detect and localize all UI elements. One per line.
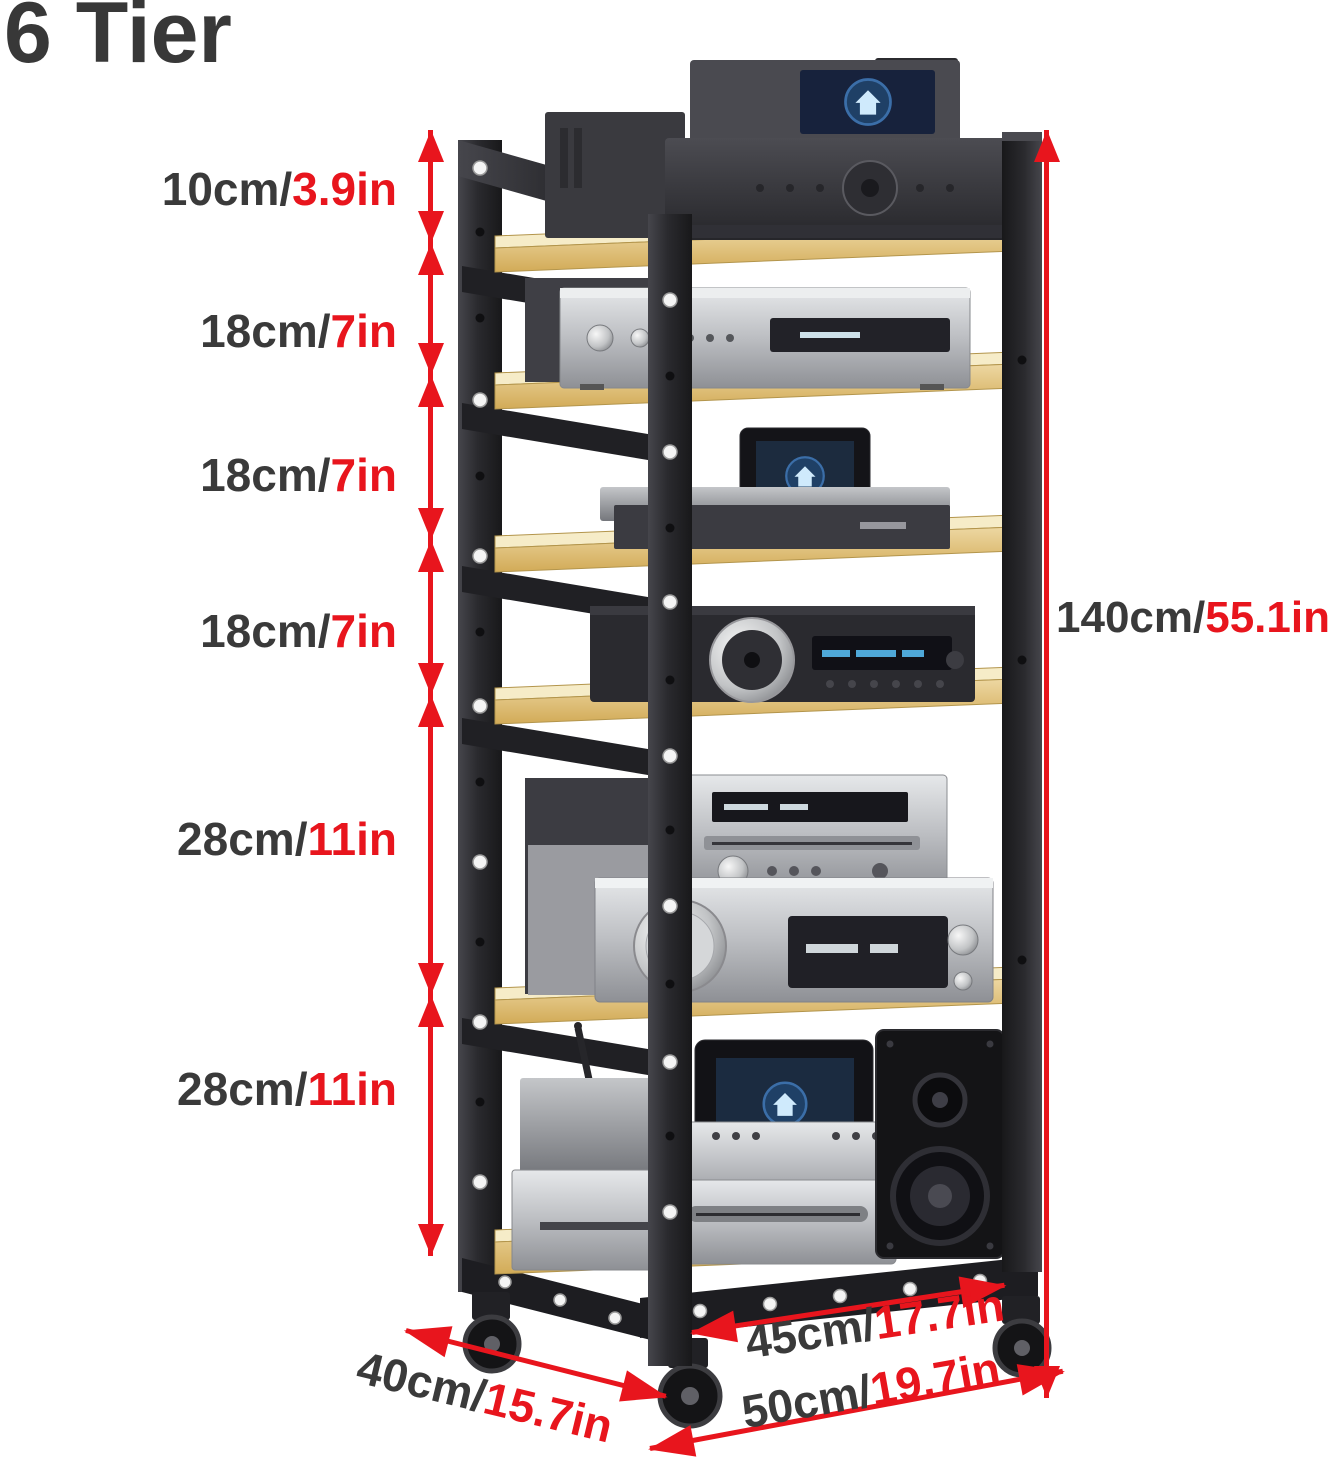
tier-6-in: 11in (307, 1063, 397, 1115)
rivets (662, 292, 678, 1220)
tier-1-equipment (545, 58, 1015, 240)
tier-2-dimension-label: 18cm/7in (200, 306, 397, 357)
dimension-arrow-tier-6 (428, 995, 433, 1256)
rack-frame-front (648, 132, 1042, 1366)
dimension-arrow-tier-3 (428, 375, 433, 540)
dimension-arrow-tier-2 (428, 243, 433, 375)
tier-2-cm: 18cm/ (200, 305, 331, 357)
dimension-arrow-tier-1 (428, 130, 433, 243)
tier-3-in: 7in (330, 449, 397, 501)
dimension-arrow-total-height (1044, 130, 1049, 1398)
total-height-label: 140cm/55.1in (1056, 593, 1330, 642)
tier-1-dimension-label: 10cm/3.9in (162, 164, 397, 215)
tier-3-dimension-label: 18cm/7in (200, 450, 397, 501)
speaker (875, 1029, 1005, 1259)
tier-2-equipment (525, 278, 971, 390)
tier-6-cm: 28cm/ (177, 1063, 308, 1115)
dimension-arrow-tier-4 (428, 540, 433, 695)
tier-5-equipment (525, 774, 994, 1003)
tier-4-dimension-label: 18cm/7in (200, 606, 397, 657)
tier-4-equipment (590, 606, 975, 703)
rivets (472, 160, 488, 1190)
tier-5-dimension-label: 28cm/11in (177, 814, 397, 865)
screw-holes (665, 355, 1027, 1141)
dimension-arrow-tier-5 (428, 695, 433, 995)
tier-4-cm: 18cm/ (200, 605, 331, 657)
tier-6-dimension-label: 28cm/11in (177, 1064, 397, 1115)
tier-5-cm: 28cm/ (177, 813, 308, 865)
total-height-in: 55.1in (1205, 593, 1330, 642)
tier-4-in: 7in (330, 605, 397, 657)
tier-1-cm: 10cm/ (161, 163, 293, 215)
tier-1-in: 3.9in (292, 163, 397, 215)
tier-3-cm: 18cm/ (200, 449, 331, 501)
total-height-cm: 140cm/ (1056, 593, 1206, 642)
page-title: 6 Tier (4, 0, 232, 81)
tier-5-in: 11in (307, 813, 397, 865)
tier-2-in: 7in (330, 305, 397, 357)
tier-3-equipment (600, 427, 950, 549)
tier-6-equipment (511, 1022, 1005, 1271)
screw-holes (475, 227, 485, 1107)
